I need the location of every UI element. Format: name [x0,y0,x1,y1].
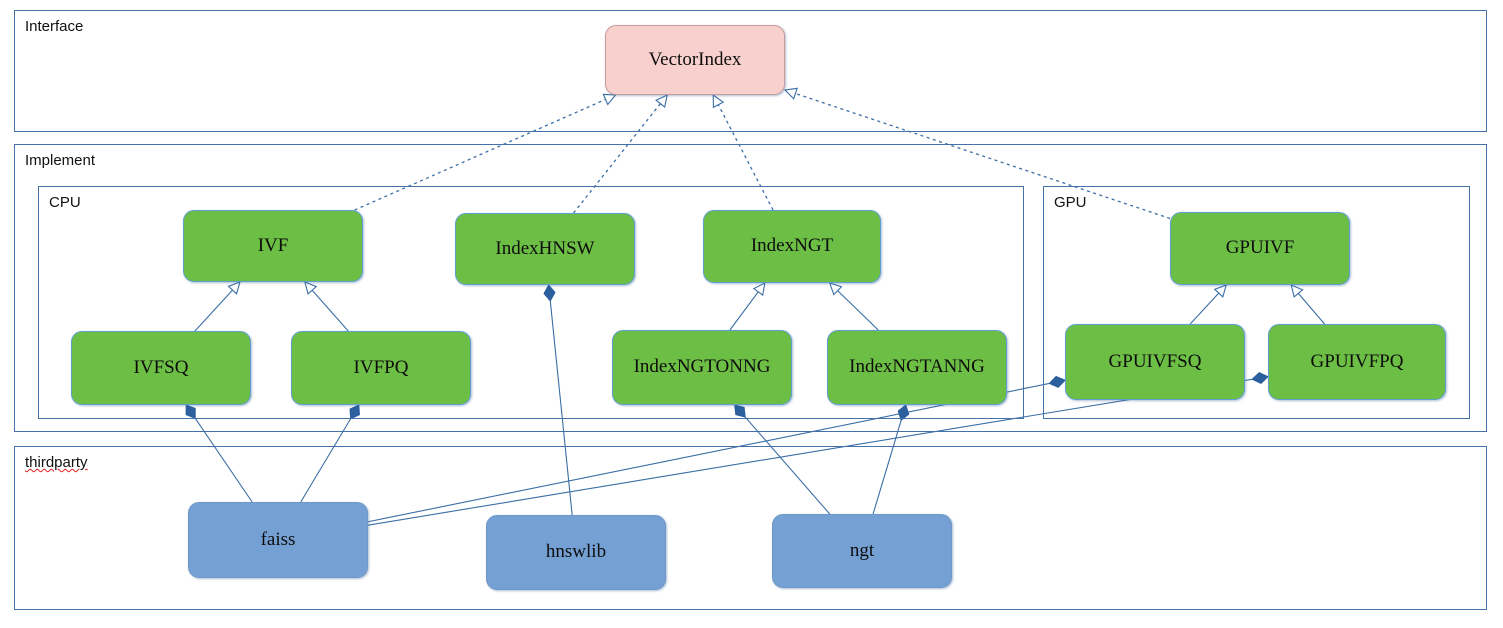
node-label: IndexNGTANNG [849,356,985,378]
container-label-gpu: GPU [1054,194,1087,211]
node-indexngtanng[interactable]: IndexNGTANNG [827,330,1007,405]
node-label: IVFSQ [133,356,189,378]
node-label: ngt [849,539,875,561]
node-gpuivfpq[interactable]: GPUIVFPQ [1268,324,1446,400]
node-label: IVFPQ [353,356,409,378]
node-hnswlib[interactable]: hnswlib [486,515,666,590]
node-label: IVF [257,234,289,256]
node-ivf[interactable]: IVF [183,210,363,282]
node-label: VectorIndex [648,48,742,70]
node-label: GPUIVFSQ [1108,350,1202,372]
container-label-implement: Implement [25,152,96,169]
node-ivfsq[interactable]: IVFSQ [71,331,251,405]
container-implement [14,144,1487,432]
container-label-cpu: CPU [49,194,81,211]
container-thirdparty [14,446,1487,610]
node-label: GPUIVFPQ [1310,350,1404,372]
node-indexhnsw[interactable]: IndexHNSW [455,213,635,285]
node-label: IndexNGT [750,235,834,257]
node-ivfpq[interactable]: IVFPQ [291,331,471,405]
node-label: hnswlib [545,541,607,563]
node-label: IndexHNSW [495,237,595,259]
node-gpuivf[interactable]: GPUIVF [1170,212,1350,285]
node-vectorindex[interactable]: VectorIndex [605,25,785,95]
container-interface [14,10,1487,132]
node-indexngtonng[interactable]: IndexNGTONNG [612,330,792,405]
node-faiss[interactable]: faiss [188,502,368,578]
node-label: faiss [260,528,296,550]
container-cpu [38,186,1024,419]
container-label-interface: Interface [25,18,84,35]
node-ngt[interactable]: ngt [772,514,952,588]
node-indexngt[interactable]: IndexNGT [703,210,881,283]
container-label-thirdparty: thirdparty [25,454,88,471]
node-gpuivfsq[interactable]: GPUIVFSQ [1065,324,1245,400]
node-label: GPUIVF [1225,237,1295,259]
container-gpu [1043,186,1470,419]
node-label: IndexNGTONNG [633,356,771,378]
